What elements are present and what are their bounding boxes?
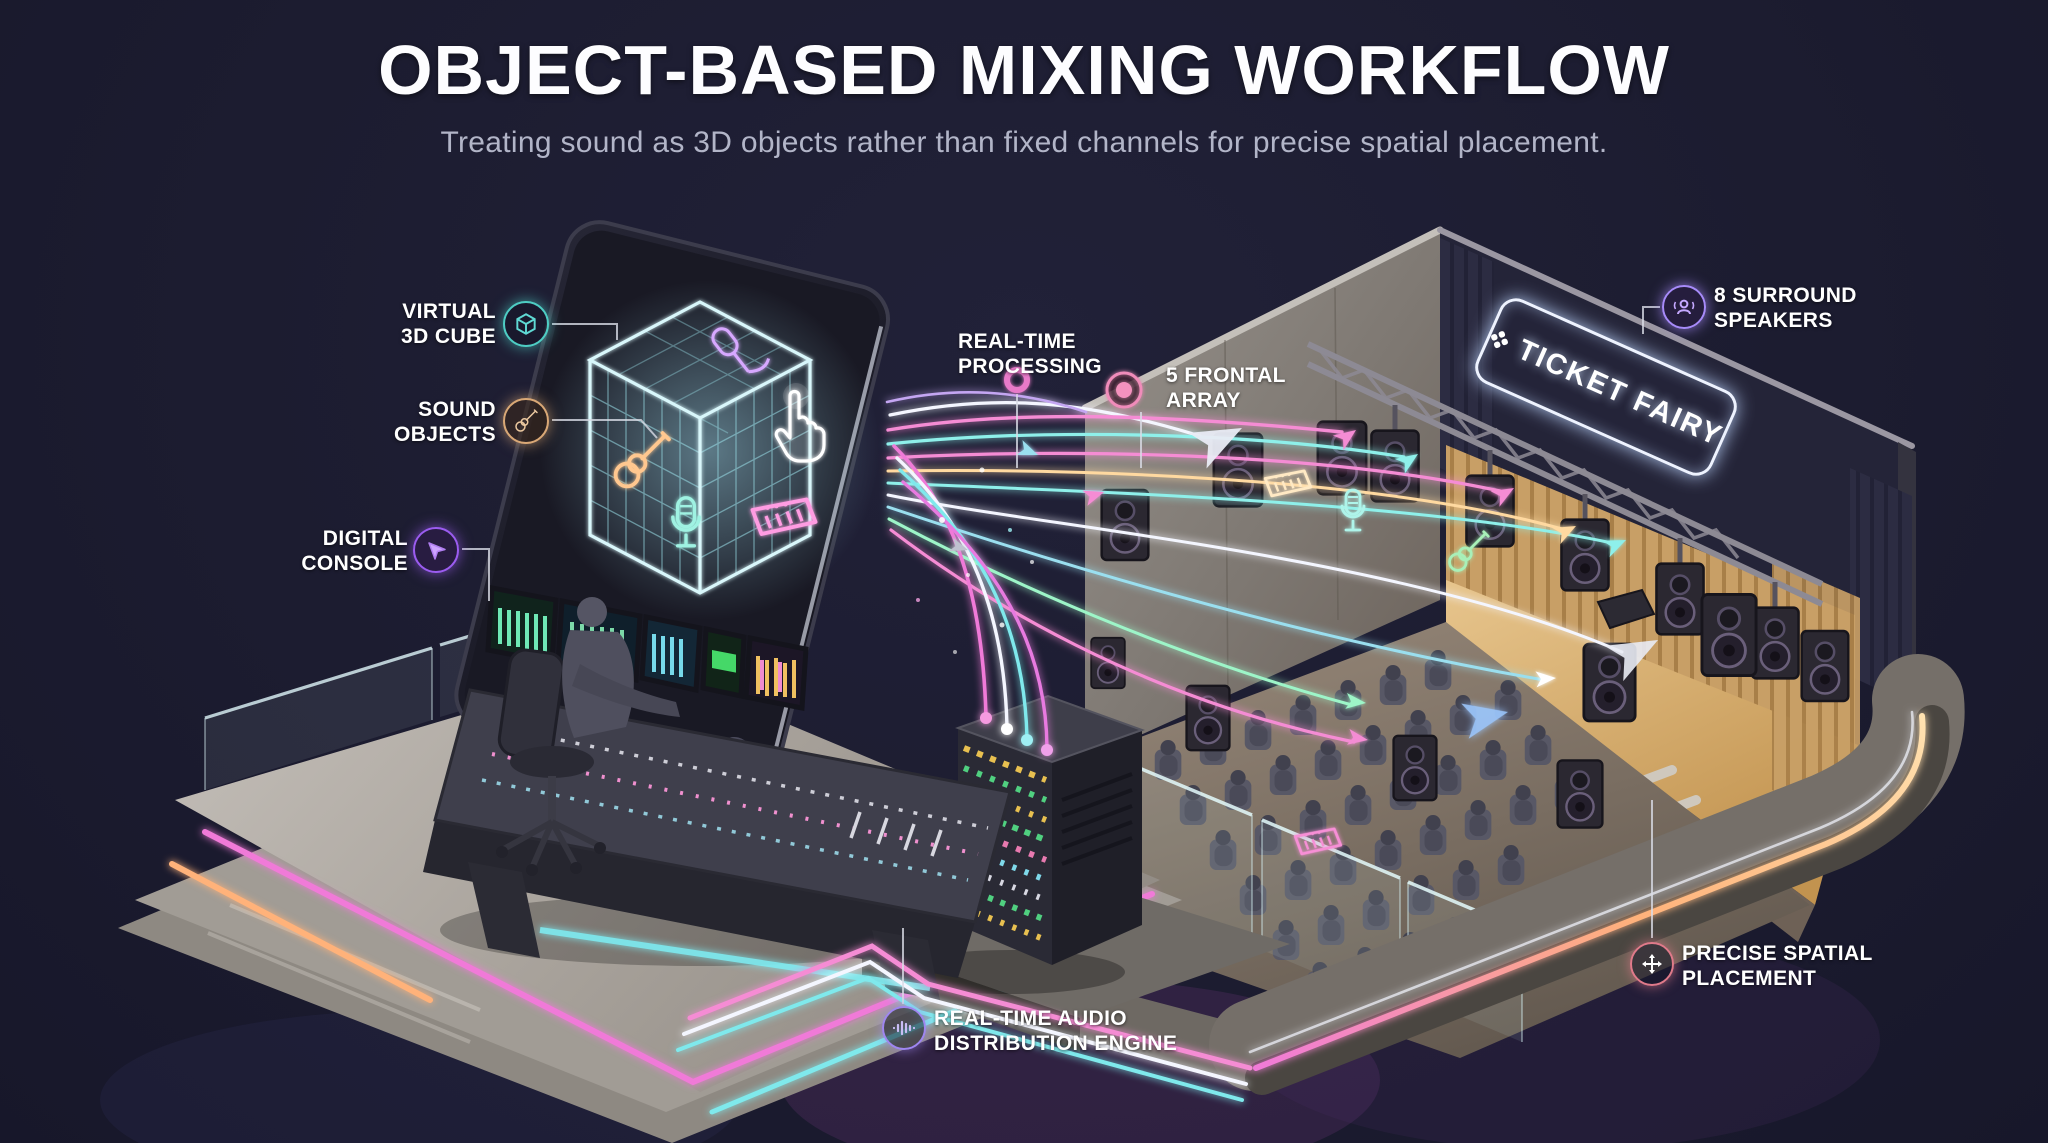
- header: OBJECT-BASED MIXING WORKFLOW Treating so…: [0, 30, 2048, 160]
- console-screens: [485, 585, 809, 712]
- label-line: CONSOLE: [301, 552, 408, 576]
- venue-back-wall: [1440, 230, 1912, 660]
- label-surround-speakers: 8 SURROUND SPEAKERS: [1714, 283, 1857, 333]
- curtain-left: [1440, 238, 1494, 492]
- audio-engineer: [496, 597, 680, 876]
- cube-icon: [503, 301, 549, 347]
- label-realtime-processing: REAL-TIME PROCESSING: [958, 329, 1102, 379]
- lighting-truss: [1306, 341, 1824, 607]
- frontal-array-icon: [1105, 371, 1143, 409]
- surround-speaker: [1370, 429, 1420, 503]
- surround-speaker: [1750, 606, 1800, 680]
- label-digital-console: DIGITAL CONSOLE: [296, 526, 408, 576]
- label-line: VIRTUAL: [402, 300, 496, 323]
- handheld-microphone-icon: [711, 327, 770, 374]
- curtain-right-dark: [1850, 468, 1912, 705]
- label-line: PROCESSING: [958, 355, 1103, 379]
- callout-connectors: [462, 306, 1660, 1004]
- ticket-fairy-logo-icon: [1491, 331, 1508, 349]
- server-rack-vents: [1061, 772, 1133, 866]
- label-line: PLACEMENT: [1682, 967, 1817, 991]
- label-line: 8 SURROUND: [1714, 284, 1857, 307]
- label-spatial-placement: PRECISE SPATIAL PLACEMENT: [1682, 941, 1873, 991]
- label-distribution-engine: REAL-TIME AUDIO DISTRIBUTION ENGINE: [934, 1006, 1177, 1056]
- guitar-icon: [503, 398, 549, 444]
- hand-cursor-icon: [774, 383, 826, 463]
- label-virtual-3d-cube: VIRTUAL 3D CUBE: [376, 299, 496, 349]
- hologram-3d-cube: [586, 300, 826, 595]
- label-frontal-array: 5 FRONTAL ARRAY: [1166, 363, 1286, 413]
- light-streams: [676, 390, 1926, 1102]
- waveform-icon: [882, 1006, 926, 1050]
- stage-speakers: [1582, 588, 1850, 723]
- label-line: SPEAKERS: [1714, 309, 1833, 333]
- direction-arrows: [948, 428, 1658, 745]
- surround-icon: [1662, 285, 1706, 329]
- console-desk: [433, 688, 1012, 924]
- label-line: SOUND: [418, 398, 496, 421]
- office-chair: [496, 648, 606, 876]
- cursor-icon: [413, 527, 459, 573]
- move-icon: [1630, 942, 1674, 986]
- label-line: REAL-TIME: [958, 330, 1076, 353]
- label-line: 5 FRONTAL: [1166, 364, 1286, 387]
- label-line: REAL-TIME AUDIO: [934, 1007, 1128, 1030]
- label-line: ARRAY: [1166, 389, 1241, 413]
- sparkles: [916, 467, 1034, 654]
- digital-mixing-console: [423, 585, 1012, 1000]
- label-line: 3D CUBE: [401, 325, 496, 349]
- server-rack-top: [955, 694, 1145, 764]
- surround-speaker: [1655, 562, 1705, 636]
- cube-edges: [586, 300, 814, 595]
- ticket-fairy-sign: TICKET FAIRY: [1469, 292, 1743, 482]
- label-line: DIGITAL: [322, 527, 408, 550]
- server-rack: [895, 694, 1145, 994]
- ring-marker-icon: [1004, 367, 1030, 393]
- page-subtitle: Treating sound as 3D objects rather than…: [440, 126, 1608, 159]
- label-line: DISTRIBUTION ENGINE: [934, 1032, 1178, 1056]
- hanging-speakers: [1370, 405, 1800, 680]
- label-line: OBJECTS: [394, 423, 496, 447]
- label-sound-objects: SOUND OBJECTS: [366, 397, 496, 447]
- stage-wedge-monitor: [1596, 588, 1656, 630]
- page-title: OBJECT-BASED MIXING WORKFLOW: [378, 31, 1670, 109]
- label-line: PRECISE SPATIAL: [1682, 942, 1873, 965]
